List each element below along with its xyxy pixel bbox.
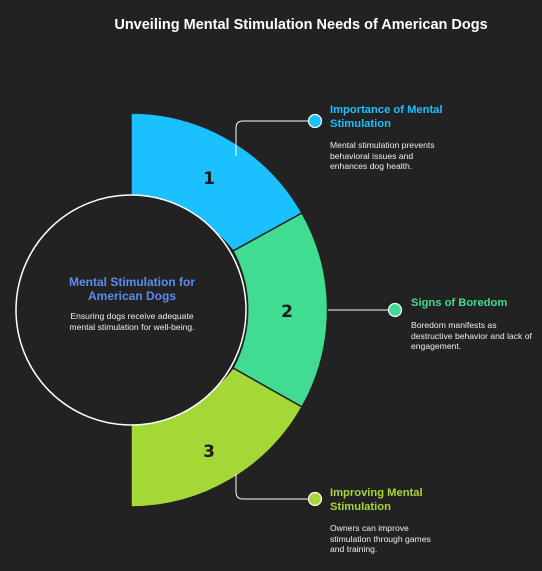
segment-2-number: 2 bbox=[281, 302, 293, 322]
center-circle bbox=[15, 194, 247, 426]
connector-3 bbox=[235, 474, 309, 500]
diagram-title: Unveiling Mental Stimulation Needs of Am… bbox=[114, 17, 488, 33]
center-description: Ensuring dogs receive adequate mental st… bbox=[69, 311, 195, 332]
segment-1-number: 1 bbox=[203, 169, 215, 189]
segment-1-title: Importance of Mental Stimulation bbox=[330, 104, 443, 130]
segment-1-dot bbox=[307, 113, 323, 129]
connector-1 bbox=[235, 120, 309, 156]
segment-2-description: Boredom manifests as destructive behavio… bbox=[411, 320, 532, 351]
segment-1-description: Mental stimulation prevents behavioral i… bbox=[330, 140, 435, 171]
segment-3-description: Owners can improve stimulation through g… bbox=[330, 523, 431, 554]
center-title: Mental Stimulation for American Dogs bbox=[69, 275, 195, 303]
segment-2-title: Signs of Boredom bbox=[411, 297, 508, 309]
segment-3-number: 3 bbox=[203, 442, 215, 462]
segment-3-dot bbox=[307, 491, 323, 507]
segment-2-dot bbox=[387, 302, 403, 318]
segment-3-title: Improving Mental Stimulation bbox=[330, 487, 423, 513]
